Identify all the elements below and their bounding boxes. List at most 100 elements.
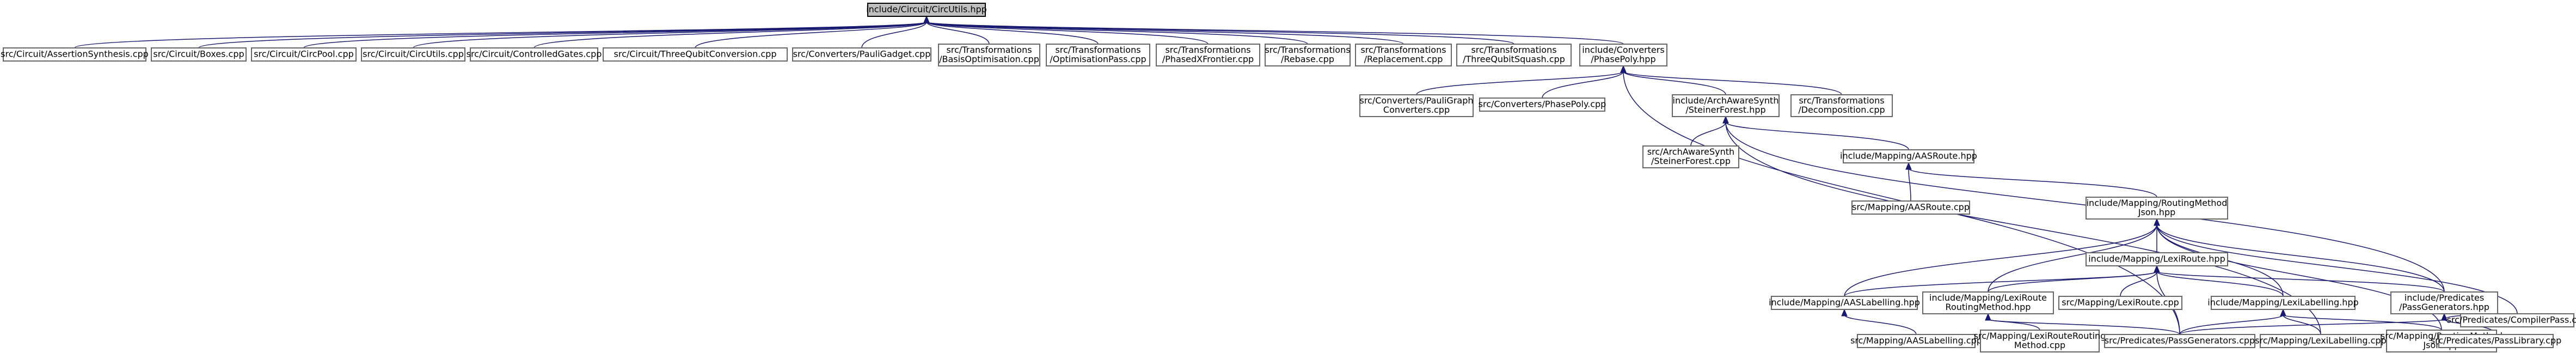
edge-n_steiner_hpp-to-n_passgen_hpp xyxy=(1722,115,2445,293)
node-circutils-hpp[interactable]: include/Circuit/CircUtils.hpp xyxy=(866,3,987,17)
node-label: src/Circuit/ControlledGates.cpp xyxy=(467,49,602,59)
edge-line xyxy=(1988,224,2157,293)
node-controlledgates[interactable]: src/Circuit/ControlledGates.cpp xyxy=(467,47,602,62)
node-box xyxy=(1851,200,1970,215)
node-label: RoutingMethod.hpp xyxy=(1946,302,2031,312)
edge-line xyxy=(1908,168,1911,202)
node-lexilabel-hpp[interactable]: include/Mapping/LexiLabelling.hpp xyxy=(2207,296,2359,310)
node-aaslabel-cpp[interactable]: src/Mapping/AASLabelling.cpp xyxy=(1850,334,1982,348)
node-label: src/Transformations xyxy=(946,45,1032,55)
edge-line xyxy=(926,21,1514,45)
node-label: /PassGenerators.hpp xyxy=(2399,302,2489,312)
node-box xyxy=(1156,44,1260,66)
node-decomposition[interactable]: src/Transformations/Decomposition.cpp xyxy=(1790,94,1893,117)
node-steiner-cpp[interactable]: src/ArchAwareSynth/SteinerForest.cpp xyxy=(1642,145,1739,168)
node-passlib-cpp[interactable]: src/Predicates/PassLibrary.cpp xyxy=(2431,334,2562,348)
node-box xyxy=(1771,296,1918,310)
node-circpool[interactable]: src/Circuit/CircPool.cpp xyxy=(251,47,357,62)
node-assertion[interactable]: src/Circuit/AssertionSynthesis.cpp xyxy=(1,47,149,62)
edge-line xyxy=(926,21,1209,45)
node-box xyxy=(1479,98,1605,112)
node-box xyxy=(792,47,931,62)
node-optpass[interactable]: src/Transformations/OptimisationPass.cpp xyxy=(1046,44,1150,66)
arrowhead-icon xyxy=(1841,308,1848,317)
edge-n_circutils_hpp-to-n_threequbit xyxy=(695,15,930,48)
node-label: include/Mapping/LexiLabelling.hpp xyxy=(2207,297,2358,308)
node-lexiroute-cpp[interactable]: src/Mapping/LexiRoute.cpp xyxy=(2058,296,2182,310)
edges-layer xyxy=(74,15,2518,335)
edge-n_aaslabel_hpp-to-n_aaslabel_cpp xyxy=(1841,308,1917,335)
node-boxes[interactable]: src/Circuit/Boxes.cpp xyxy=(151,47,247,62)
edge-line xyxy=(1725,121,1909,150)
edge-line xyxy=(926,21,1624,45)
node-circutils-cpp[interactable]: src/Circuit/CircUtils.cpp xyxy=(361,47,465,62)
edge-line xyxy=(2120,271,2157,297)
node-label: src/Mapping/AASRoute.cpp xyxy=(1852,202,1970,212)
node-replacement[interactable]: src/Transformations/Replacement.cpp xyxy=(1355,44,1452,66)
edge-n_phasepoly_hpp-to-n_decomposition xyxy=(1620,65,1842,95)
arrowhead-icon xyxy=(1905,162,1912,170)
edge-n_steiner_hpp-to-n_steiner_cpp xyxy=(1690,115,1729,147)
node-label: include/Converters xyxy=(1582,45,1664,55)
node-phasepoly-cpp[interactable]: src/Converters/PhasePoly.cpp xyxy=(1479,98,1606,112)
node-passgen-cpp[interactable]: src/Predicates/PassGenerators.cpp xyxy=(2104,334,2255,348)
node-label: src/Mapping/AASLabelling.cpp xyxy=(1850,336,1982,346)
node-passgen-hpp[interactable]: include/Predicates/PassGenerators.hpp xyxy=(2390,291,2498,314)
node-box xyxy=(151,47,247,62)
node-aasroute-cpp[interactable]: src/Mapping/AASRoute.cpp xyxy=(1851,200,1970,215)
edge-n_aasroute_hpp-to-n_routingjson_hpp xyxy=(1905,162,2157,198)
node-label: src/Circuit/ThreeQubitConversion.cpp xyxy=(614,49,777,59)
node-box xyxy=(2211,296,2356,310)
node-label: /SteinerForest.cpp xyxy=(1651,156,1731,166)
edge-n_lexiroute_hpp-to-n_passgen_hpp xyxy=(2154,265,2445,293)
node-box xyxy=(1456,44,1572,66)
edge-line xyxy=(1690,121,1726,147)
arrowhead-icon xyxy=(2154,218,2160,226)
node-label: /ThreeQubitSquash.cpp xyxy=(1463,54,1565,64)
node-label: src/Transformations xyxy=(1360,45,1446,55)
arrowhead-icon xyxy=(2154,265,2160,273)
edge-line xyxy=(2179,319,2445,335)
node-label: include/Mapping/AASRoute.hpp xyxy=(1840,151,1977,161)
node-label: src/Converters/PauliGraph xyxy=(1359,95,1473,106)
node-threequbit[interactable]: src/Circuit/ThreeQubitConversion.cpp xyxy=(603,47,788,62)
node-aasroute-hpp[interactable]: include/Mapping/AASRoute.hpp xyxy=(1840,149,1977,163)
arrowhead-icon xyxy=(1620,65,1627,73)
edge-line xyxy=(1623,71,1726,95)
node-phasedx[interactable]: src/Transformations/PhasedXFrontier.cpp xyxy=(1156,44,1260,66)
node-lexilabel-cpp[interactable]: src/Mapping/LexiLabelling.cpp xyxy=(2255,334,2387,348)
edge-n_phasepoly_hpp-to-n_steiner_hpp xyxy=(1620,65,1726,95)
node-rebase[interactable]: src/Transformations/Rebase.cpp xyxy=(1265,44,1351,66)
node-label: src/Converters/PauliGadget.cpp xyxy=(793,49,931,59)
node-lexiroute-hpp[interactable]: include/Mapping/LexiRoute.hpp xyxy=(2086,252,2228,266)
node-box xyxy=(2460,313,2574,327)
node-compilerpass-cpp[interactable]: src/Predicates/CompilerPass.cpp xyxy=(2447,313,2576,327)
node-label: src/Predicates/PassLibrary.cpp xyxy=(2431,336,2562,346)
edge-n_lexiroute_hpp-to-n_lexilabel_hpp xyxy=(2154,265,2284,297)
node-label: include/Mapping/RoutingMethod xyxy=(2087,198,2228,208)
edge-n_lexilabel_hpp-to-n_lexilabel_cpp xyxy=(2280,308,2321,335)
node-basisopt[interactable]: src/Transformations/BasisOptimisation.cp… xyxy=(938,44,1040,66)
edge-line xyxy=(2179,314,2284,335)
node-threequbitsquash[interactable]: src/Transformations/ThreeQubitSquash.cpp xyxy=(1456,44,1572,66)
node-box xyxy=(2104,334,2255,348)
edge-line xyxy=(1908,168,2157,198)
node-label: Json.hpp xyxy=(2138,207,2176,217)
edge-n_circutils_hpp-to-n_assertion xyxy=(74,15,930,48)
node-pauligadget[interactable]: src/Converters/PauliGadget.cpp xyxy=(792,47,931,62)
node-box xyxy=(2390,291,2498,314)
edge-line xyxy=(1725,121,2445,293)
node-label: include/Circuit/CircUtils.hpp xyxy=(866,4,987,15)
node-label: /SteinerForest.hpp xyxy=(1685,105,1765,115)
node-phasepoly-hpp[interactable]: include/Converters/PhasePoly.hpp xyxy=(1579,44,1667,66)
node-steiner-hpp[interactable]: include/ArchAwareSynth/SteinerForest.hpp xyxy=(1672,94,1780,117)
edge-n_lexilabel_hpp-to-n_routingjson_cpp xyxy=(2280,308,2442,331)
arrowhead-icon xyxy=(923,15,930,23)
node-label: src/ArchAwareSynth xyxy=(1647,147,1734,157)
node-lexiroutemethod-hpp[interactable]: include/Mapping/LexiRouteRoutingMethod.h… xyxy=(1922,291,2054,314)
node-aaslabel-hpp[interactable]: include/Mapping/AASLabelling.hpp xyxy=(1769,296,1920,310)
